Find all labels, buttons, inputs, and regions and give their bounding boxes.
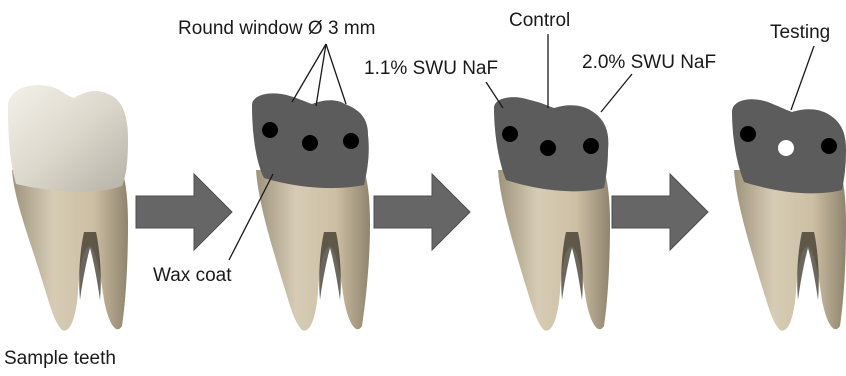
arrow-1 xyxy=(136,174,232,250)
arrow-3 xyxy=(612,174,708,250)
tooth-root xyxy=(256,170,370,331)
leader-swu-2 xyxy=(601,74,632,112)
tooth-root xyxy=(498,170,610,331)
label-swu-1: 1.1% SWU NaF xyxy=(364,58,498,79)
leader-swu-1 xyxy=(486,82,503,108)
window-dot xyxy=(583,138,599,154)
waxed-tooth xyxy=(252,93,370,330)
root-canal-shadow xyxy=(561,232,583,300)
arrow-2 xyxy=(374,174,470,250)
tested-window-dot xyxy=(778,140,794,156)
root-canal-shadow xyxy=(79,232,101,300)
leader-round-window-3 xyxy=(326,44,346,104)
root-canal-shadow xyxy=(797,232,819,300)
label-wax-coat: Wax coat xyxy=(153,265,232,286)
tooth-root xyxy=(12,170,128,331)
tested-tooth xyxy=(732,99,846,330)
leader-testing xyxy=(791,46,814,110)
root-canal-shadow xyxy=(319,232,341,300)
tooth-root xyxy=(734,170,846,331)
window-dot xyxy=(740,126,756,142)
label-round-window: Round window Ø 3 mm xyxy=(178,18,375,39)
tooth-crown xyxy=(8,85,128,192)
label-sample-teeth: Sample teeth xyxy=(4,348,116,369)
window-dot xyxy=(262,122,278,138)
window-dot xyxy=(502,126,518,142)
window-dot xyxy=(821,138,837,154)
treated-tooth xyxy=(494,97,610,330)
label-control: Control xyxy=(509,10,570,31)
label-testing: Testing xyxy=(770,22,830,43)
window-dot xyxy=(302,135,318,151)
window-dot xyxy=(540,140,556,156)
window-dot xyxy=(343,133,359,149)
label-swu-2: 2.0% SWU NaF xyxy=(582,52,716,73)
sample-tooth xyxy=(8,85,128,330)
